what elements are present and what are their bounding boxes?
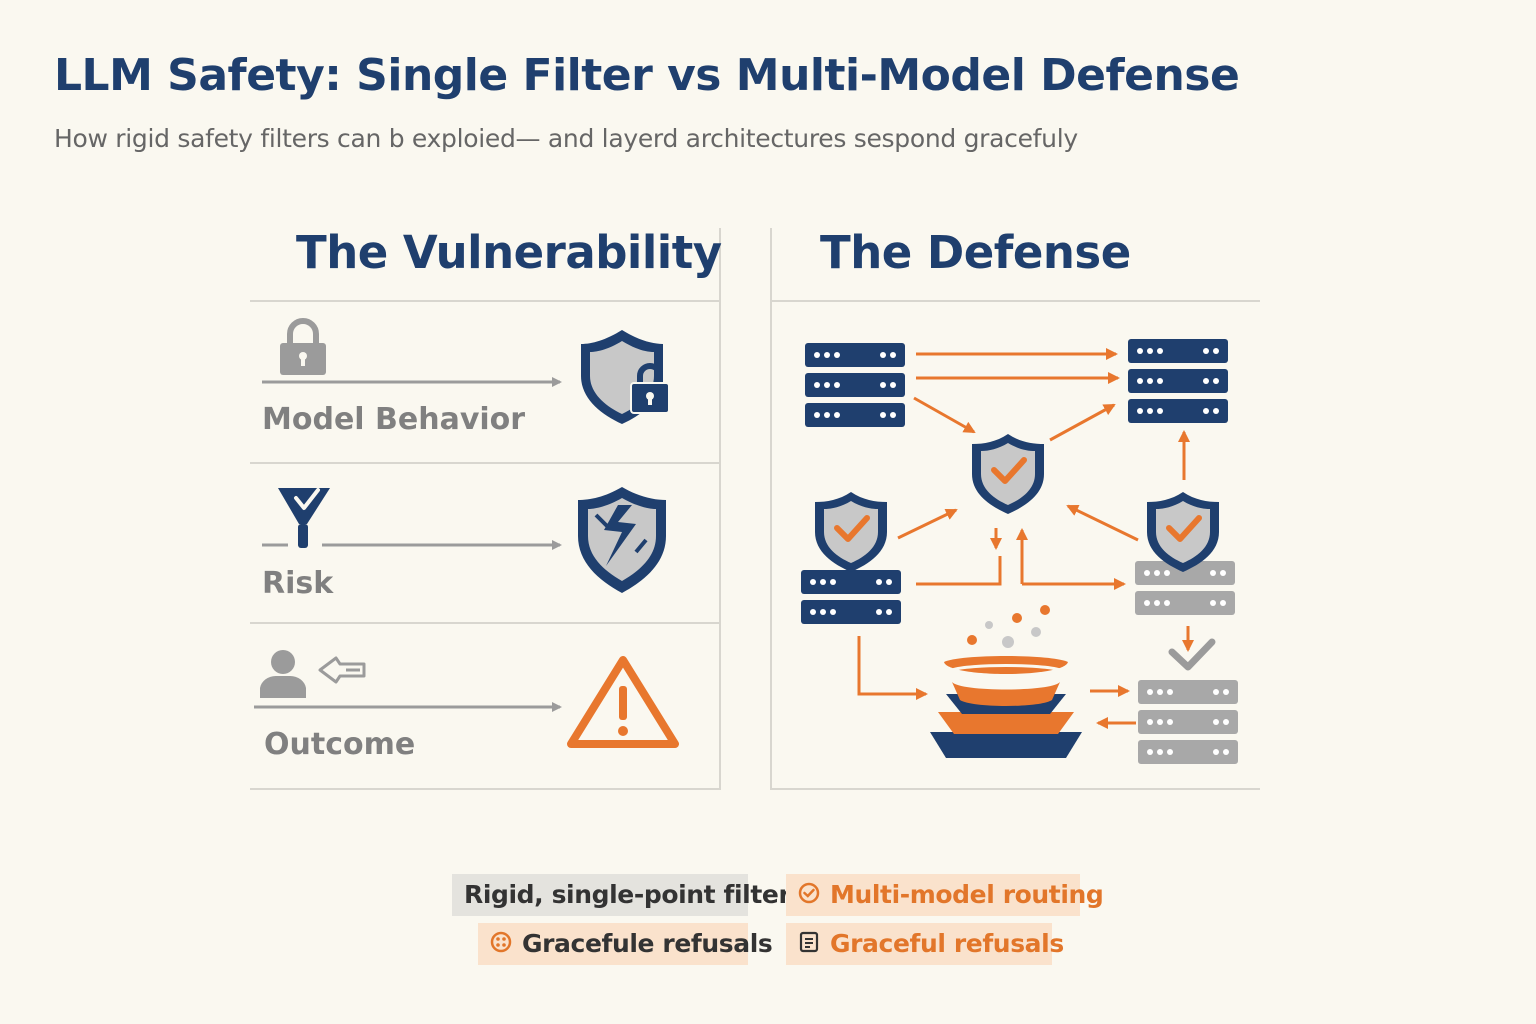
user-icon [260,650,306,698]
server-stack-gray-bottom [1138,680,1238,764]
document-icon [798,924,820,966]
legend-graceful-right: Graceful refusals [786,923,1064,966]
server-stack-icon [805,343,905,427]
row-label-risk: Risk [262,566,334,601]
particles [967,605,1050,648]
legend-graceful-left-label: Gracefule refusals [522,929,773,958]
checkmark-icon [1168,638,1216,671]
divider-right-vertical [770,228,772,790]
legend-graceful-left: Gracefule refusals [478,923,773,966]
server-stack-top-right [1128,339,1228,423]
legend-rigid-filter: Rigid, single-point filter [452,874,791,916]
defense-bottom-rule [772,788,1260,790]
lock-icon [280,318,326,375]
divider-left-vertical [719,228,721,790]
warning-icon [567,656,679,748]
page-title: LLM Safety: Single Filter vs Multi-Model… [54,50,1240,101]
shield-lock-icon [581,330,670,424]
broken-shield-icon [578,487,666,593]
row-label-model-behavior: Model Behavior [262,402,526,437]
vuln-header-rule [250,300,720,302]
check-circle-icon [798,875,820,917]
vuln-row-rule-2 [250,622,720,624]
vulnerability-title: The Vulnerability [296,226,722,279]
page-subtitle: How rigid safety filters can b exploied—… [54,124,1078,153]
defense-title: The Defense [820,226,1131,279]
filter-funnel-icon [278,488,330,548]
shield-check-right [1147,492,1219,572]
dots-circle-icon [490,924,512,966]
hand-arrow-icon [318,656,366,684]
routing-arrows [857,348,1194,729]
vuln-row-rule-1 [250,462,720,464]
defense-header-rule [772,300,1260,302]
server-stack-left [801,570,901,624]
vuln-bottom-rule [250,788,720,790]
layered-stack-icon [930,656,1082,758]
shield-check-left [815,492,887,572]
legend-rigid-filter-label: Rigid, single-point filter [464,880,791,909]
shield-check-icon [972,434,1044,514]
legend-multi-model-label: Multi-model routing [830,880,1104,909]
row-label-outcome: Outcome [264,727,416,762]
legend-graceful-right-label: Graceful refusals [830,929,1064,958]
legend-multi-model: Multi-model routing [786,874,1104,917]
